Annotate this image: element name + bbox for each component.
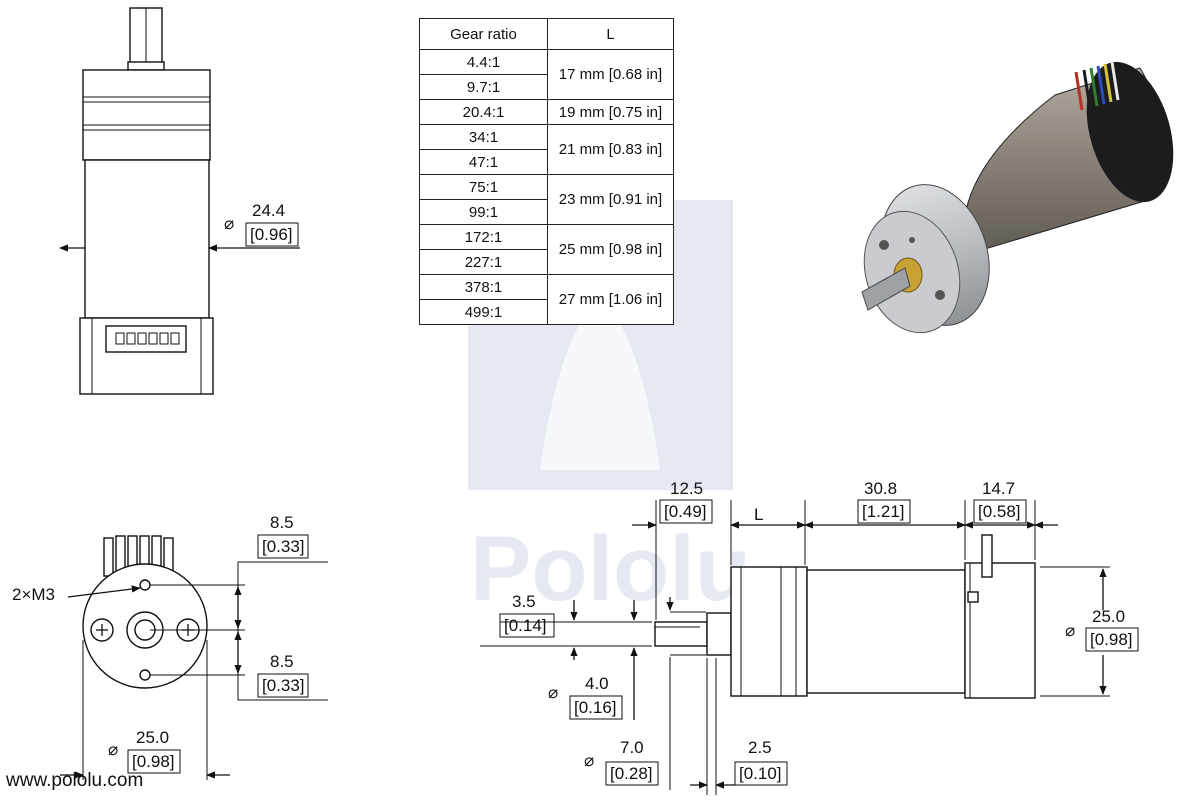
top-dia-mm: 24.4 — [252, 201, 285, 220]
length-cell: 17 mm [0.68 in] — [547, 49, 674, 100]
enc-len-mm: 14.7 — [982, 479, 1015, 498]
hole-top-in: [0.33] — [262, 537, 305, 556]
m3-hole-top — [139, 579, 151, 591]
length-cell: 25 mm [0.98 in] — [547, 224, 674, 275]
encoder-tab-side — [967, 591, 979, 603]
table-row: 227:1 — [419, 249, 674, 275]
m3-label: 2×M3 — [12, 585, 55, 604]
header-gear-ratio: Gear ratio — [419, 18, 548, 50]
motor-len-mm: 30.8 — [864, 479, 897, 498]
ratio-cell: 75:1 — [419, 174, 548, 200]
dia-symbol: ⌀ — [224, 214, 234, 233]
table-row: 99:1 — [419, 199, 674, 225]
hole-bot-in: [0.33] — [262, 676, 305, 695]
shaft-dia-symbol: ⌀ — [548, 683, 558, 702]
length-cell: 21 mm [0.83 in] — [547, 124, 674, 175]
hole-bot-mm: 8.5 — [270, 652, 294, 671]
enc-len-in: [0.58] — [978, 502, 1021, 521]
motor-render — [861, 61, 1174, 334]
mount-hole-render — [879, 240, 889, 250]
gear-len: L — [754, 505, 763, 524]
shaft-len-mm: 12.5 — [670, 479, 703, 498]
length-cell: 23 mm [0.91 in] — [547, 174, 674, 225]
encoder-render — [1086, 61, 1174, 203]
ratio-cell: 172:1 — [419, 224, 548, 250]
header-length: L — [547, 18, 674, 50]
ratio-cell: 47:1 — [419, 149, 548, 175]
ratio-cell: 4.4:1 — [419, 49, 548, 75]
watermark-palm — [540, 300, 660, 470]
ratio-cell: 34:1 — [419, 124, 548, 150]
table-row: 9.7:1 — [419, 74, 674, 100]
bush-dia-in: [0.28] — [610, 764, 653, 783]
encoder-top — [79, 317, 214, 395]
table-row: 172:1 25 mm [0.98 in] — [419, 224, 674, 275]
ratio-cell: 378:1 — [419, 274, 548, 300]
bush-dia-mm: 7.0 — [620, 738, 644, 757]
encoder-wire-side — [981, 534, 993, 578]
shaft-len-in: [0.49] — [664, 502, 707, 521]
length-cell: 27 mm [1.06 in] — [547, 274, 674, 325]
gearbox-top — [82, 69, 211, 161]
shaft-side — [654, 621, 708, 647]
table-row: 75:1 23 mm [0.91 in] — [419, 174, 674, 225]
table-row: 34:1 21 mm [0.83 in] — [419, 124, 674, 175]
ratio-cell: 99:1 — [419, 199, 548, 225]
motor-can-side — [806, 569, 966, 694]
face-dia-symbol: ⌀ — [108, 740, 118, 759]
connector-pins — [115, 332, 180, 345]
bushing-top — [127, 61, 165, 71]
side-dia-mm: 25.0 — [1092, 607, 1125, 626]
bush-len-mm: 2.5 — [748, 738, 772, 757]
ratio-cell: 20.4:1 — [419, 99, 548, 125]
face-wires — [103, 535, 174, 577]
table-row: 4.4:1 17 mm [0.68 in] — [419, 49, 674, 100]
encoder-side — [964, 562, 1036, 699]
table-row: 378:1 27 mm [1.06 in] — [419, 274, 674, 325]
bush-len-in: [0.10] — [739, 764, 782, 783]
face-dia-mm: 25.0 — [136, 728, 169, 747]
flat-mm: 3.5 — [512, 592, 536, 611]
shaft-render — [861, 267, 911, 311]
top-dia-in: [0.96] — [250, 225, 293, 244]
top-view: ⌀ 24.4 [0.96] — [59, 7, 300, 395]
mount-hole-render — [935, 290, 945, 300]
gear-ratio-table: Gear ratio L 4.4:1 17 mm [0.68 in] 9.7:1… — [419, 18, 674, 325]
hole-top-mm: 8.5 — [270, 513, 294, 532]
face-view: 2×M3 8.5 [0.33] 8.5 [0.33] ⌀ 25.0 [0.98] — [12, 513, 328, 780]
face-dia-in: [0.98] — [132, 752, 175, 771]
bushing-side — [706, 612, 732, 656]
side-dia-symbol: ⌀ — [1065, 621, 1075, 640]
side-dia-in: [0.98] — [1090, 630, 1133, 649]
length-cell: 19 mm [0.75 in] — [547, 99, 674, 125]
flat-in: [0.14] — [504, 616, 547, 635]
table-row: 499:1 — [419, 299, 674, 325]
ratio-cell: 227:1 — [419, 249, 548, 275]
watermark-text: Pololu — [470, 518, 751, 620]
side-view: 12.5 [0.49] L 30.8 [1.21] 14.7 [0.58] ⌀ … — [480, 479, 1139, 795]
ratio-cell: 9.7:1 — [419, 74, 548, 100]
gearbox-side — [730, 566, 808, 697]
shaft-dia-in: [0.16] — [574, 698, 617, 717]
table-header-row: Gear ratio L — [419, 18, 674, 50]
bush-dia-symbol: ⌀ — [584, 751, 594, 770]
website-link[interactable]: www.pololu.com — [6, 770, 144, 791]
shaft-dia-mm: 4.0 — [585, 674, 609, 693]
encoder-wires — [1074, 61, 1120, 111]
table-row: 20.4:1 19 mm [0.75 in] — [419, 99, 674, 125]
motor-can-top — [84, 159, 210, 319]
motor-len-in: [1.21] — [862, 502, 905, 521]
ratio-cell: 499:1 — [419, 299, 548, 325]
m3-hole-bottom — [139, 669, 151, 681]
mount-hole-render — [909, 237, 915, 243]
